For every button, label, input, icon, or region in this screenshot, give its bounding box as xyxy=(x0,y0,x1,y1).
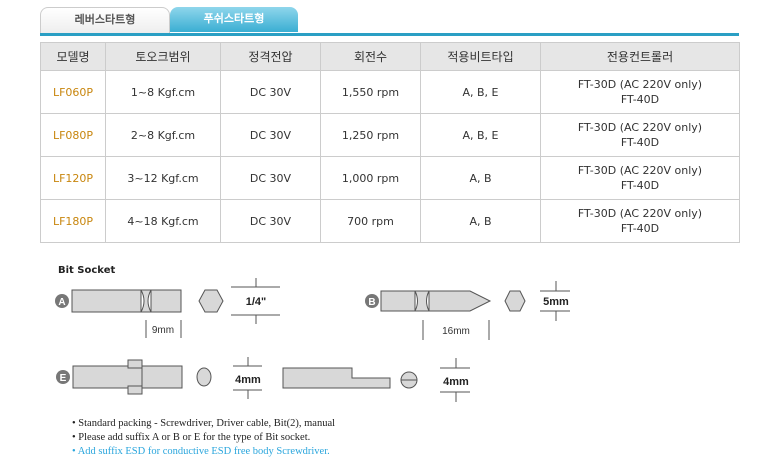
header-controller: 전용컨트롤러 xyxy=(540,42,740,71)
controller-name: FT-30D (AC 220V only) xyxy=(577,207,703,220)
note-suffix: • Please add suffix A or B or E for the … xyxy=(72,432,311,443)
header-model: 모델명 xyxy=(40,42,106,71)
notes: • Standard packing - Screwdriver, Driver… xyxy=(72,417,335,459)
bit-a-length: 9mm xyxy=(152,325,174,336)
controller-name: FT-30D (AC 220V only) xyxy=(577,78,703,91)
controller-name: FT-40D xyxy=(620,136,660,149)
bit-e-size: 4mm xyxy=(235,374,261,386)
header-rpm: 회전수 xyxy=(320,42,421,71)
bit-socket-title: Bit Socket xyxy=(58,265,116,276)
cell-torque: 4~18 Kgf.cm xyxy=(105,199,221,243)
tab-push-start[interactable]: 푸쉬스타트형 xyxy=(170,7,298,32)
table-header: 모델명 토오크범위 정격전압 회전수 적용비트타입 전용컨트롤러 xyxy=(40,42,740,71)
bit-b-label: B xyxy=(368,297,375,308)
cell-model: LF060P xyxy=(40,70,106,114)
cell-bit-type: A, B, E xyxy=(420,70,541,114)
cell-rpm: 1,000 rpm xyxy=(320,156,421,200)
cell-bit-type: A, B, E xyxy=(420,113,541,157)
cell-controller: FT-30D (AC 220V only) FT-40D xyxy=(540,199,740,243)
bit-b-size: 5mm xyxy=(543,296,569,308)
cell-rpm: 700 rpm xyxy=(320,199,421,243)
header-torque: 토오크범위 xyxy=(105,42,221,71)
note-packing: • Standard packing - Screwdriver, Driver… xyxy=(72,418,336,429)
cell-torque: 3~12 Kgf.cm xyxy=(105,156,221,200)
cell-bit-type: A, B xyxy=(420,199,541,243)
cell-voltage: DC 30V xyxy=(220,199,321,243)
bit-e-label: E xyxy=(60,373,67,384)
bit-e-drawing xyxy=(56,357,470,402)
controller-name: FT-40D xyxy=(620,179,660,192)
bit-a-label: A xyxy=(58,297,65,308)
bit-a-size: 1/4" xyxy=(246,296,267,308)
cell-torque: 2~8 Kgf.cm xyxy=(105,113,221,157)
bit-b-drawing xyxy=(365,281,570,340)
controller-name: FT-30D (AC 220V only) xyxy=(577,121,703,134)
controller-name: FT-40D xyxy=(620,93,660,106)
bit-a-drawing xyxy=(55,278,280,338)
cell-torque: 1~8 Kgf.cm xyxy=(105,70,221,114)
bit-e-size-2: 4mm xyxy=(443,376,469,388)
header-voltage: 정격전압 xyxy=(220,42,321,71)
cell-voltage: DC 30V xyxy=(220,70,321,114)
tab-lever-start[interactable]: 레버스타트형 xyxy=(40,7,170,33)
cell-rpm: 1,250 rpm xyxy=(320,113,421,157)
tab-bar: 레버스타트형 푸쉬스타트형 xyxy=(40,7,739,36)
bit-b-length: 16mm xyxy=(442,326,470,337)
controller-name: FT-40D xyxy=(620,222,660,235)
cell-controller: FT-30D (AC 220V only) FT-40D xyxy=(540,113,740,157)
note-esd: • Add suffix ESD for conductive ESD free… xyxy=(72,446,330,457)
controller-name: FT-30D (AC 220V only) xyxy=(577,164,703,177)
cell-bit-type: A, B xyxy=(420,156,541,200)
cell-model: LF180P xyxy=(40,199,106,243)
cell-controller: FT-30D (AC 220V only) FT-40D xyxy=(540,70,740,114)
cell-voltage: DC 30V xyxy=(220,113,321,157)
